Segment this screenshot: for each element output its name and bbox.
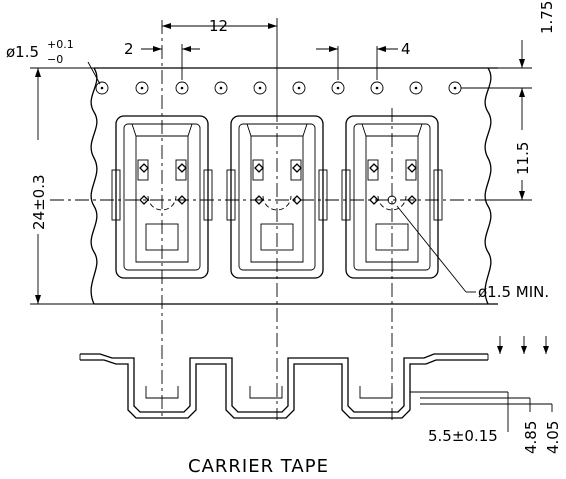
sprocket-hole [370, 81, 384, 95]
hole-diameter-label: ø1.5 [6, 43, 39, 61]
tape-width-label: 24±0.3 [30, 174, 48, 230]
height-a-label: 4.85 [522, 421, 540, 454]
hole-tolerance-minus-label: −0 [47, 53, 63, 66]
sprocket-hole [331, 81, 345, 95]
sprocket-hole [214, 81, 228, 95]
hole-pitch-label: 4 [401, 40, 411, 58]
sprocket-hole [175, 81, 189, 95]
sprocket-hole [409, 81, 423, 95]
pitch-label: 12 [209, 17, 228, 35]
sprocket-hole [253, 81, 267, 95]
pocket-hole-label: ø1.5 MIN. [478, 283, 549, 301]
sprocket-hole [95, 81, 109, 95]
sprocket-hole [448, 81, 462, 95]
sprocket-hole [292, 81, 306, 95]
pocket-depth-label: 5.5±0.15 [428, 427, 498, 445]
sprocket-holes [95, 81, 462, 95]
tape-outline [90, 67, 498, 305]
hole-tolerance-plus-label: +0.1 [47, 38, 74, 51]
edge-to-hole-label: 1.75 [538, 1, 556, 34]
tape-side-view [79, 353, 489, 419]
dimensions [30, 18, 532, 305]
centerlines [50, 20, 482, 420]
hole-to-pocket-label: 2 [124, 40, 134, 58]
sprocket-hole [135, 81, 149, 95]
drawing-caption: CARRIER TAPE [188, 456, 329, 477]
side-dimensions [410, 336, 553, 432]
hole-to-center-label: 11.5 [514, 142, 532, 175]
height-b-label: 4.05 [544, 421, 562, 454]
